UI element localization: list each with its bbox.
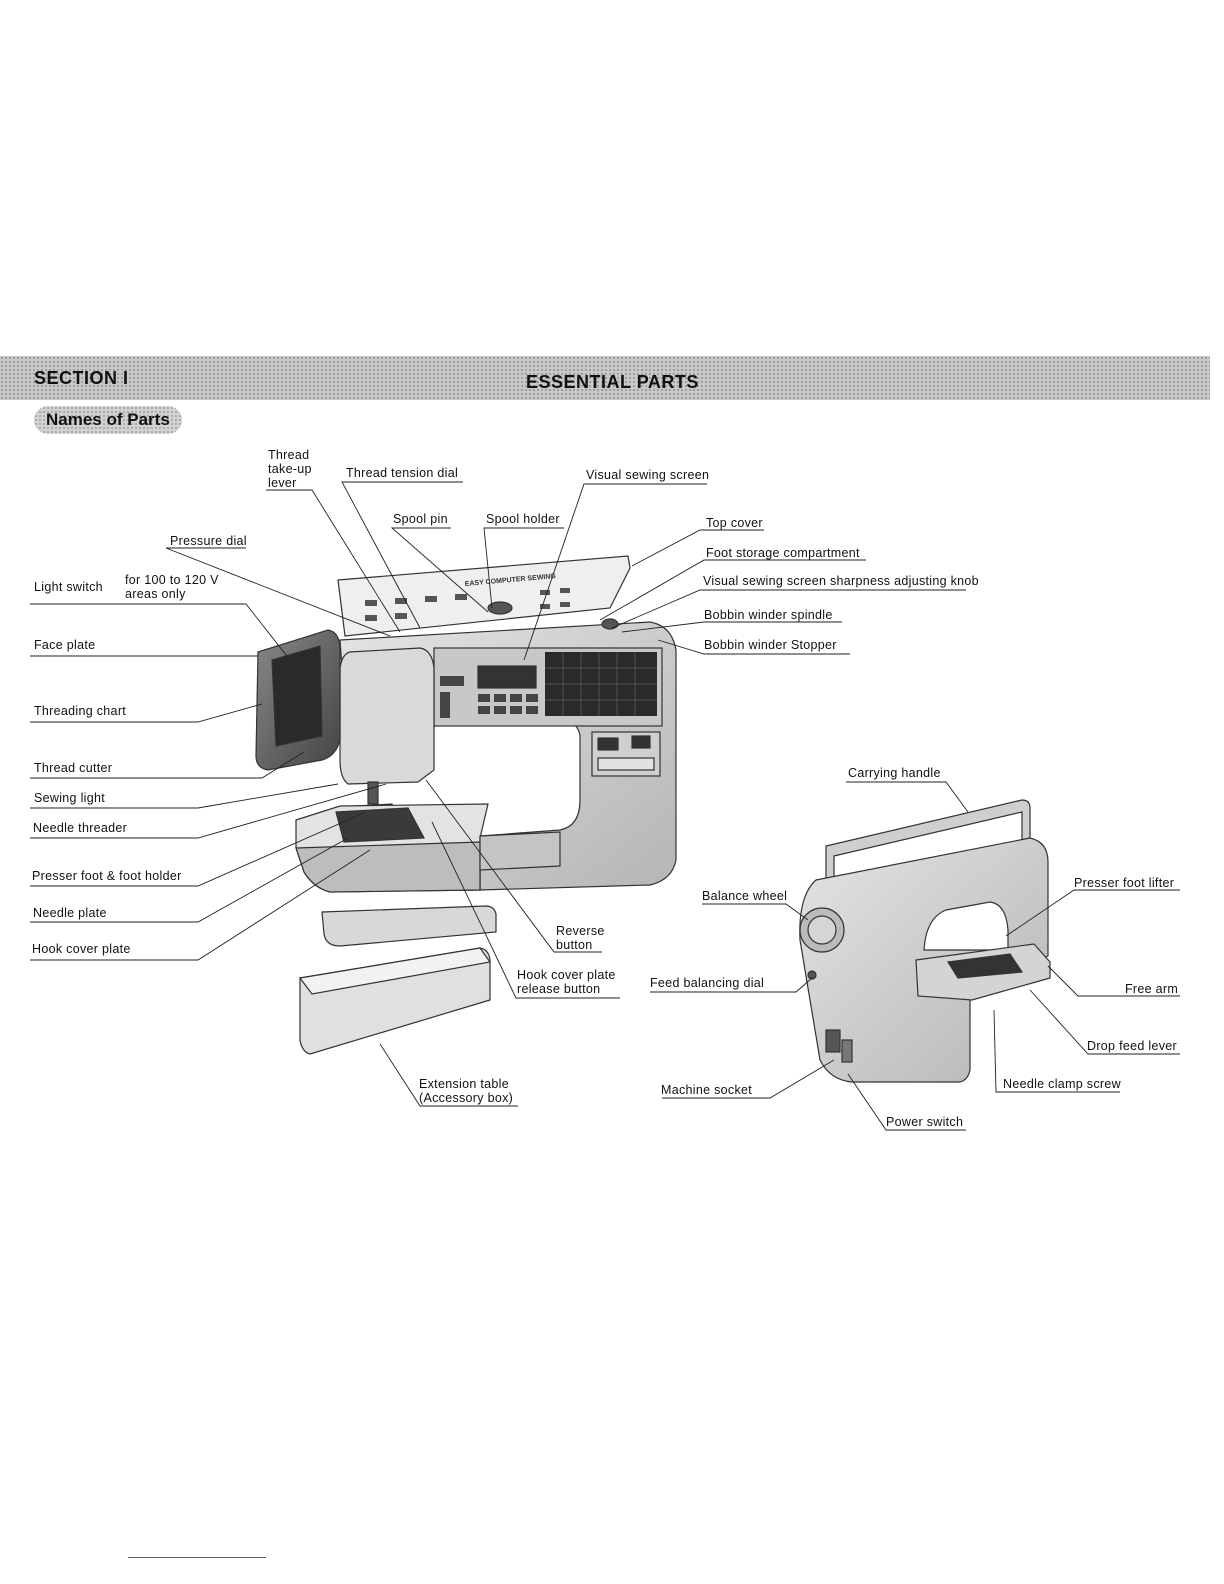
arm-opening xyxy=(923,901,1009,951)
label-top-cover: Top cover xyxy=(706,516,763,530)
label-feed-balancing-dial: Feed balancing dial xyxy=(650,976,765,990)
label-thread-takeup-lever: Thread take-up lever xyxy=(268,448,312,490)
label-thread-tension-dial: Thread tension dial xyxy=(346,466,459,480)
machine-head xyxy=(339,647,435,785)
top-cover xyxy=(337,555,631,637)
label-light-switch: Light switch xyxy=(34,580,103,594)
label-bobbin-winder-spindle: Bobbin winder spindle xyxy=(704,608,833,622)
label-spool-pin: Spool pin xyxy=(393,512,448,526)
needle-plate xyxy=(335,807,425,843)
machine-socket xyxy=(825,1029,841,1053)
extension-tray xyxy=(321,905,497,947)
main-sewing-machine: EASY COMPUTER SEWING xyxy=(255,555,677,1055)
label-needle-threader: Needle threader xyxy=(33,821,128,835)
feed-balancing-dial xyxy=(807,970,817,980)
label-thread-cutter: Thread cutter xyxy=(34,761,113,775)
label-reverse-button: Reverse button xyxy=(556,924,605,952)
label-hook-cover-plate: Hook cover plate xyxy=(32,942,131,956)
label-hook-cover-release: Hook cover plate release button xyxy=(517,968,616,996)
label-needle-clamp-screw: Needle clamp screw xyxy=(1003,1077,1121,1091)
free-arm-bed xyxy=(479,831,561,871)
visual-sewing-screen xyxy=(477,665,537,689)
label-face-plate: Face plate xyxy=(34,638,96,652)
cover-chart xyxy=(365,588,570,621)
label-free-arm: Free arm xyxy=(1125,982,1179,996)
label-carrying-handle: Carrying handle xyxy=(848,766,941,780)
label-screen-sharpness-knob: Visual sewing screen sharpness adjusting… xyxy=(703,574,979,588)
label-sewing-light: Sewing light xyxy=(34,791,106,805)
carrying-handle xyxy=(825,799,1031,881)
power-switch xyxy=(841,1039,853,1063)
label-presser-foot-holder: Presser foot & foot holder xyxy=(32,869,182,883)
section-banner: SECTION I ESSENTIAL PARTS xyxy=(0,356,1210,400)
label-threading-chart: Threading chart xyxy=(34,704,127,718)
label-spool-holder: Spool holder xyxy=(486,512,560,526)
footer-rule xyxy=(128,1557,266,1558)
label-needle-plate: Needle plate xyxy=(33,906,107,920)
label-machine-socket: Machine socket xyxy=(661,1083,753,1097)
label-power-switch: Power switch xyxy=(886,1115,964,1129)
section-title: ESSENTIAL PARTS xyxy=(526,372,699,392)
label-voltage-note: for 100 to 120 V areas only xyxy=(125,573,219,601)
panel-buttons xyxy=(440,676,538,718)
label-pressure-dial: Pressure dial xyxy=(170,534,247,548)
label-visual-sewing-screen: Visual sewing screen xyxy=(586,468,710,482)
spool xyxy=(487,601,513,615)
label-drop-feed-lever: Drop feed lever xyxy=(1087,1039,1177,1053)
label-extension-table: Extension table (Accessory box) xyxy=(419,1077,514,1105)
leader-lines xyxy=(30,481,1180,1131)
subheading: Names of Parts xyxy=(34,406,182,434)
label-balance-wheel: Balance wheel xyxy=(702,889,788,903)
label-bobbin-winder-stopper: Bobbin winder Stopper xyxy=(704,638,837,652)
side-view-machine xyxy=(799,799,1051,1083)
needle-bar xyxy=(367,781,379,805)
label-foot-storage-compartment: Foot storage compartment xyxy=(706,546,860,560)
label-presser-foot-lifter: Presser foot lifter xyxy=(1074,876,1175,890)
section-number: SECTION I xyxy=(34,368,129,388)
